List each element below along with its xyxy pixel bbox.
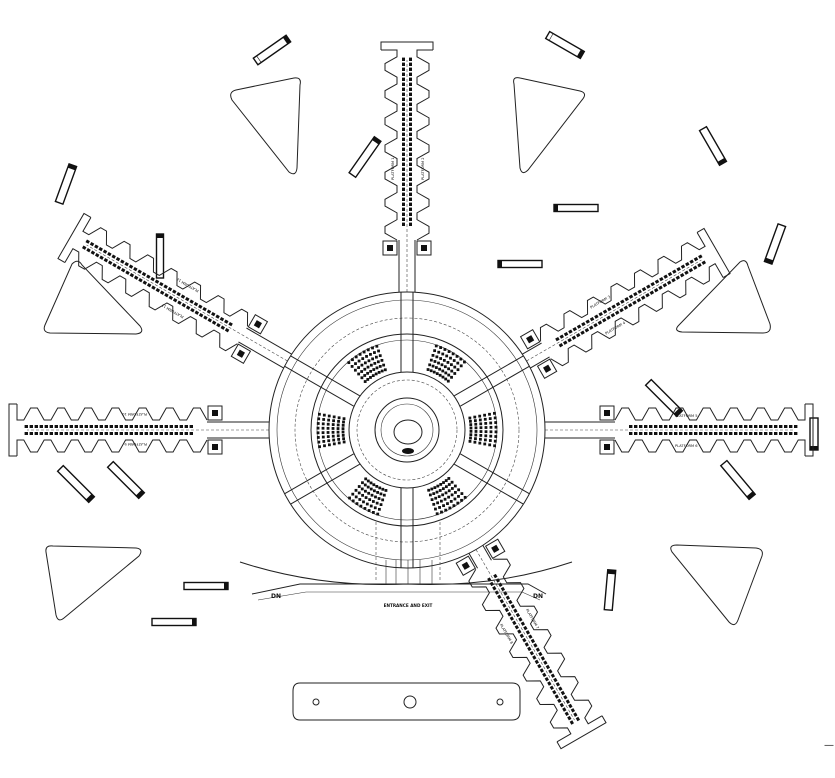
platform-seating bbox=[402, 57, 412, 226]
booth bbox=[599, 439, 615, 455]
landscape-island bbox=[513, 77, 586, 174]
parked-buses bbox=[54, 30, 819, 627]
platform-label: PLATFORM 10 bbox=[121, 412, 147, 416]
central-atrium bbox=[374, 397, 440, 463]
platform-arm: PLATFORM 9 PLATFORM 10 bbox=[8, 403, 269, 457]
booth bbox=[247, 314, 269, 335]
platform-label: PLATFORM 2 bbox=[421, 157, 425, 180]
landscape-island bbox=[45, 545, 142, 621]
platform-label: PLATFORM 12 bbox=[176, 277, 200, 293]
platform-label: PLATFORM 5 bbox=[675, 414, 698, 418]
stair-label-dn: DN bbox=[271, 593, 281, 600]
drop-off-island bbox=[292, 682, 521, 721]
booth bbox=[230, 343, 252, 364]
booth bbox=[536, 358, 558, 379]
platform-seating bbox=[555, 254, 707, 348]
booth bbox=[416, 240, 432, 256]
entrance-label: ENTRANCE AND EXIT bbox=[384, 603, 433, 608]
central-concourse bbox=[268, 291, 546, 569]
scale-mark: — bbox=[824, 740, 834, 751]
platform-arm: PLATFORM 1 PLATFORM 2 bbox=[380, 41, 434, 292]
atrium-void bbox=[393, 419, 423, 445]
booth bbox=[382, 240, 398, 256]
bollard bbox=[403, 695, 417, 709]
platform-label: PLATFORM 6 bbox=[675, 444, 698, 448]
waiting-hall-seating bbox=[316, 344, 498, 516]
platform-arm: PLATFORM 5 PLATFORM 6 bbox=[545, 403, 814, 457]
landscape-island bbox=[676, 260, 771, 334]
bollard bbox=[496, 698, 504, 706]
platform-seating bbox=[629, 425, 798, 435]
booth bbox=[599, 405, 615, 421]
outer-concourse-ring bbox=[268, 291, 546, 569]
landscape-island bbox=[43, 260, 143, 335]
platform-label: PLATFORM 1 bbox=[391, 157, 395, 180]
hub-radial-walls bbox=[284, 292, 530, 568]
landscape-island bbox=[670, 544, 763, 626]
inner-ring bbox=[348, 371, 466, 489]
booth bbox=[519, 329, 541, 350]
booth bbox=[455, 555, 477, 577]
platform-seating bbox=[81, 239, 233, 333]
booth bbox=[207, 439, 223, 455]
middle-ring bbox=[310, 333, 504, 527]
landscape-islands bbox=[43, 77, 771, 721]
booth bbox=[207, 405, 223, 421]
platform-seating bbox=[24, 425, 193, 435]
booth bbox=[484, 538, 506, 560]
landscape-island bbox=[230, 77, 301, 175]
stair-label-dn: DN bbox=[533, 593, 543, 600]
bollard bbox=[312, 698, 320, 706]
atrium-feature bbox=[402, 448, 414, 454]
platform-label: PLATFORM 9 bbox=[124, 442, 147, 446]
entrance-plaza: ENTRANCE AND EXIT DN DN bbox=[239, 522, 573, 608]
